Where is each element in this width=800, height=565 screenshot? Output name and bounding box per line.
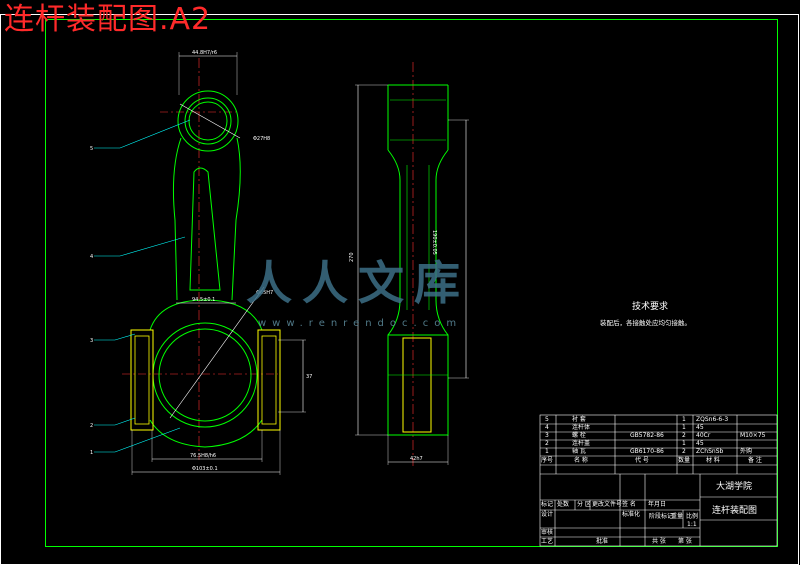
big-end-upper	[149, 299, 263, 331]
tech-requirements-title: 技术要求	[632, 302, 669, 312]
small-end-outer	[177, 90, 239, 152]
part-number-3: 3	[90, 338, 93, 344]
parts-row-name: 螺 栓	[572, 432, 586, 439]
front-view: 5 4 3 2 1 44.8H7/r6 Φ27H8 Φ65H7 94.5±0.1…	[90, 50, 312, 475]
leader-2	[94, 417, 136, 426]
label-sheet-no: 第 张	[678, 538, 692, 545]
left-bolt	[130, 329, 154, 431]
small-bore-dim-line	[179, 103, 241, 139]
label-approve: 批准	[596, 538, 609, 545]
dim-bolt-height: 37	[306, 374, 312, 380]
parts-row-std: GB5782-86	[630, 432, 664, 439]
dim-bore-big: Φ65H7	[256, 290, 273, 296]
label-review: 审核	[541, 529, 554, 536]
scale-value: 1:1	[687, 521, 697, 528]
left-bolt-shank	[134, 335, 150, 425]
right-bolt	[257, 329, 281, 431]
leader-4	[94, 236, 186, 257]
side-view: 270 190±0.05 42h7	[349, 62, 469, 466]
leader-1	[94, 427, 181, 453]
parts-row-no: 1	[545, 448, 549, 455]
side-bolt	[402, 337, 432, 433]
label-mark: 标记	[541, 501, 554, 508]
drawing-name: 连杆装配图	[712, 506, 758, 516]
part-number-1: 1	[90, 450, 93, 456]
parts-header-qty: 数量	[678, 457, 691, 464]
parts-row-std: GB6170-86	[630, 448, 664, 455]
label-standardize: 标准化	[622, 511, 641, 518]
parts-row-material: ZQSn6-6-3	[696, 416, 729, 423]
dim-center-width: 94.5±0.1	[192, 297, 215, 303]
parts-row-name: 轴 瓦	[572, 448, 586, 455]
label-designer: 设计	[541, 511, 554, 518]
parts-row-qty: 1	[682, 416, 686, 423]
title-block	[539, 414, 778, 547]
dim-base-width: Φ103±0.1	[192, 466, 218, 472]
leader-3	[94, 333, 136, 341]
big-end-cap	[149, 419, 263, 448]
part-number-5: 5	[90, 146, 93, 152]
watermark-url: www.renrendoc.com	[258, 318, 463, 329]
parts-row-no: 4	[545, 424, 549, 431]
label-weight: 重量	[671, 513, 684, 520]
parts-row-note: 外购	[740, 448, 753, 455]
label-zone: 分 区	[577, 501, 591, 508]
dim-side-total: 270	[349, 252, 355, 262]
parts-row-name: 连杆盖	[572, 440, 591, 447]
dim-side-base: 42h7	[410, 456, 423, 462]
label-total-sheets: 共 张	[652, 538, 666, 545]
parts-row-qty: 2	[682, 448, 686, 455]
inner-border	[45, 19, 778, 547]
school-name: 大湖学院	[716, 482, 753, 492]
bushing-inner	[188, 101, 228, 141]
page-title: 连杆装配图.A2	[4, 2, 212, 37]
parts-row-name: 连杆体	[572, 424, 591, 431]
rod-outline	[172, 137, 241, 301]
parts-row-material: ZChSnSb	[696, 448, 724, 455]
parts-row-qty: 1	[682, 440, 686, 447]
parts-row-qty: 1	[682, 424, 686, 431]
parts-header-std: 代 号	[635, 457, 649, 464]
bushing-outer	[184, 97, 232, 145]
parts-row-no: 3	[545, 432, 549, 439]
parts-row-material: 40Cr	[696, 432, 711, 439]
dim-side-length: 190±0.05	[431, 230, 437, 255]
parts-row-name: 衬 套	[572, 416, 586, 423]
parts-row-no: 2	[545, 440, 549, 447]
label-change-doc: 更改文件号	[592, 501, 623, 508]
part-number-2: 2	[90, 423, 93, 429]
big-end-bore-inner	[158, 328, 252, 422]
part-number-4: 4	[90, 254, 93, 260]
parts-row-material: 45	[696, 424, 704, 431]
parts-row-qty: 2	[682, 432, 686, 439]
label-date: 年月日	[648, 501, 667, 508]
big-bore-dim-line	[169, 286, 265, 419]
rod-groove	[189, 167, 221, 291]
parts-row-note: M10×75	[740, 432, 766, 439]
parts-row-no: 5	[545, 416, 549, 423]
parts-header-material: 材 料	[706, 457, 720, 464]
parts-header-name: 名 称	[574, 457, 588, 464]
tech-requirements-text: 装配后，各接触处应均匀接触。	[600, 319, 691, 327]
right-bolt-shank	[261, 335, 277, 425]
label-stage-mark: 阶段标记	[649, 513, 674, 520]
parts-row-material: 45	[696, 440, 704, 447]
label-ratio: 比例	[686, 513, 699, 520]
dim-small-end-width: 44.8H7/r6	[192, 50, 217, 56]
label-sign: 签 名	[622, 501, 636, 508]
label-process: 工艺	[541, 538, 554, 545]
big-end-bore-outer	[152, 322, 258, 428]
dim-bolt-span: 76.5H8/h6	[190, 453, 216, 459]
side-rod-left	[387, 149, 401, 336]
leader-5	[94, 119, 191, 149]
side-big-end	[387, 334, 449, 436]
title-block-frame	[539, 414, 778, 547]
side-rod-right	[435, 149, 449, 336]
parts-header-no: 序号	[541, 457, 554, 464]
watermark-logo-text: 人人文库	[246, 256, 470, 310]
dim-bore-small: Φ27H8	[253, 136, 270, 142]
parts-header-note: 备 注	[748, 457, 762, 464]
label-count: 处数	[557, 501, 570, 508]
